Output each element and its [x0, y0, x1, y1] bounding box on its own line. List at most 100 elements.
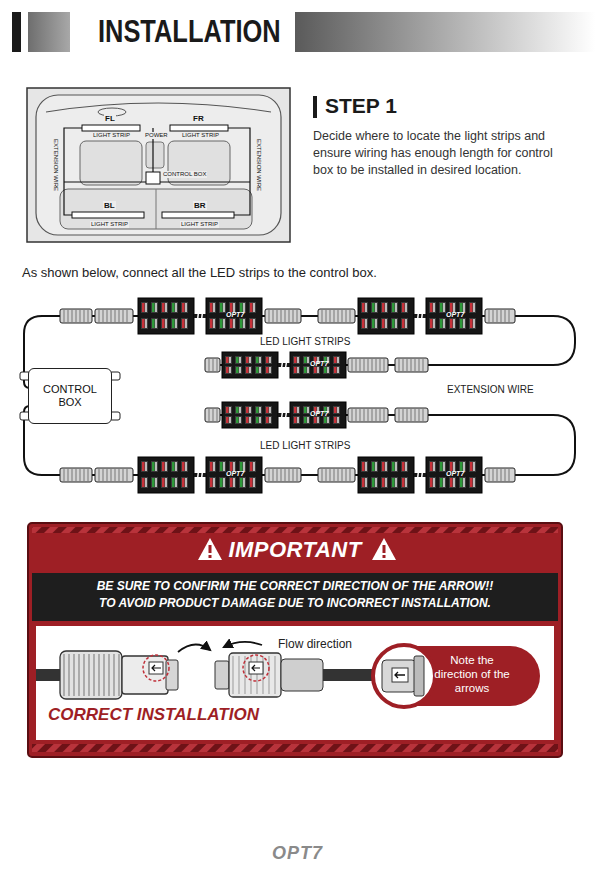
- wiring-diagram-part-part: [430, 303, 433, 312]
- wiring-diagram-part-part: [303, 416, 310, 424]
- connector-illustration-part-part: [73, 654, 74, 696]
- wiring-diagram-part-part: [250, 319, 253, 328]
- connector-illustration-part: [178, 644, 210, 652]
- wiring-diagram-part-part: [235, 416, 242, 424]
- wiring-diagram-part-part: [233, 478, 235, 487]
- wiring-diagram-part-part: [269, 367, 271, 373]
- wiring-diagram-part-part: [210, 303, 213, 312]
- wiring-diagram-part: [348, 408, 388, 422]
- wiring-diagram-part-part: [269, 417, 271, 423]
- wiring-diagram-part-part: [459, 477, 466, 488]
- wiring-diagram-part-part: [233, 319, 235, 328]
- wiring-diagram-part-part: [256, 357, 259, 363]
- important-panel-part: [32, 573, 558, 621]
- connector-illustration-part-part: [113, 654, 114, 696]
- wiring-diagram: [20, 298, 575, 493]
- wiring-diagram-part-part: [161, 318, 168, 329]
- wiring-diagram-part-part: [185, 319, 187, 328]
- wiring-diagram-part-part: [430, 462, 433, 471]
- part-label: LED LIGHT STRIPS: [258, 440, 352, 452]
- wiring-diagram-part-part: [439, 318, 446, 329]
- wiring-diagram-part-part: [255, 356, 262, 364]
- wiring-diagram-part-part: [402, 303, 405, 312]
- wiring-diagram-part-part: [423, 359, 424, 371]
- important-panel-part: [36, 626, 554, 740]
- wiring-diagram-part-part: [145, 303, 147, 312]
- wiring-diagram-part-part: [246, 417, 249, 423]
- wiring-diagram-part-part: [469, 477, 476, 488]
- wiring-diagram-part-part: [64, 310, 65, 322]
- wiring-diagram-part-part: [226, 357, 229, 363]
- wiring-diagram-part-part: [245, 356, 252, 364]
- wiring-diagram-part-part: [225, 406, 232, 414]
- wiring-diagram-part-part: [395, 319, 397, 328]
- wiring-diagram-part-part: [236, 357, 239, 363]
- wiring-diagram-part-part: [509, 310, 510, 322]
- wiring-diagram-part-part: [145, 478, 147, 487]
- wiring-diagram-part-part: [280, 352, 284, 378]
- wiring-diagram-part-part: [385, 462, 387, 471]
- wiring-diagram-part-part: [489, 310, 490, 322]
- wiring-diagram-part-part: [416, 298, 420, 334]
- wiring-diagram-part: [138, 298, 262, 334]
- part-label: LIGHT STRIP: [90, 221, 129, 228]
- wiring-diagram-part-part: [384, 359, 385, 371]
- wiring-diagram-part-part: [138, 457, 194, 493]
- wiring-diagram-part-part: [243, 478, 245, 487]
- connector-illustration-part: [215, 661, 229, 689]
- wiring-diagram-part-part: [350, 310, 351, 322]
- wiring-diagram-part-part: [80, 469, 81, 481]
- wiring-diagram-part-part: [246, 357, 249, 363]
- wiring-diagram-part-part: [401, 302, 408, 313]
- wiring-diagram-part-part: [463, 303, 465, 312]
- wiring-diagram-part-part: [313, 416, 320, 424]
- wiring-diagram-part-part: [342, 310, 343, 322]
- wiring-diagram-part-part: [185, 478, 187, 487]
- wiring-diagram-part-part: [194, 473, 206, 477]
- wiring-diagram-part-part: [505, 310, 506, 322]
- wiring-diagram-part-part: [381, 318, 388, 329]
- warning-text: BE SURE TO CONFIRM THE CORRECT DIRECTION…: [40, 578, 550, 612]
- wiring-diagram-part-part: [473, 478, 475, 487]
- wiring-diagram-part-part: [265, 356, 272, 364]
- wiring-diagram-part-part: [460, 303, 463, 312]
- wiring-diagram-part-part: [200, 457, 204, 493]
- wiring-diagram-part-part: [182, 462, 185, 471]
- wiring-diagram-part-part: [420, 457, 424, 493]
- wiring-diagram-part-part: [460, 319, 463, 328]
- wiring-diagram-part-part: [449, 318, 456, 329]
- wiring-diagram-part-part: [381, 302, 388, 313]
- wiring-diagram-part-part: [307, 367, 309, 373]
- car-interior-part: [72, 212, 144, 218]
- installation-caption: CORRECT INSTALLATION: [48, 705, 259, 725]
- note-bubble-part: [373, 645, 435, 707]
- wiring-diagram-part: [222, 402, 346, 428]
- car-interior-part: [46, 103, 271, 112]
- wiring-diagram-part-part: [416, 457, 420, 493]
- note-bubble-part: [414, 656, 424, 696]
- wiring-diagram-part-part: [429, 461, 436, 472]
- wiring-diagram-part-part: [239, 318, 246, 329]
- wiring-diagram-part-part: [239, 407, 241, 413]
- wiring-diagram-part-part: [249, 318, 256, 329]
- wiring-diagram-part-part: [439, 477, 446, 488]
- connector-illustration-part-part: [78, 654, 79, 696]
- step-text: Decide where to locate the light strips …: [313, 128, 565, 179]
- wiring-diagram-part-part: [348, 408, 388, 422]
- wiring-diagram-part-part: [60, 309, 92, 323]
- wiring-diagram-part-part: [265, 416, 272, 424]
- wiring-diagram-part-part: [407, 359, 408, 371]
- wiring-diagram-part-part: [419, 359, 420, 371]
- control-box-label: CONTROL BOX: [40, 383, 100, 409]
- wiring-diagram-part-part: [266, 417, 269, 423]
- wiring-diagram-part-part: [259, 367, 261, 373]
- wiring-diagram-part-part: [460, 462, 463, 471]
- wiring-diagram-part-part: [72, 310, 73, 322]
- wiring-diagram-part-part: [165, 462, 167, 471]
- wiring-diagram-part-part: [172, 303, 175, 312]
- wiring-diagram-part-part: [249, 407, 251, 413]
- wiring-diagram-part-part: [346, 310, 347, 322]
- wiring-diagram-part-part: [219, 461, 226, 472]
- wiring-diagram-part-part: [249, 367, 251, 373]
- position-label: FL: [104, 114, 116, 123]
